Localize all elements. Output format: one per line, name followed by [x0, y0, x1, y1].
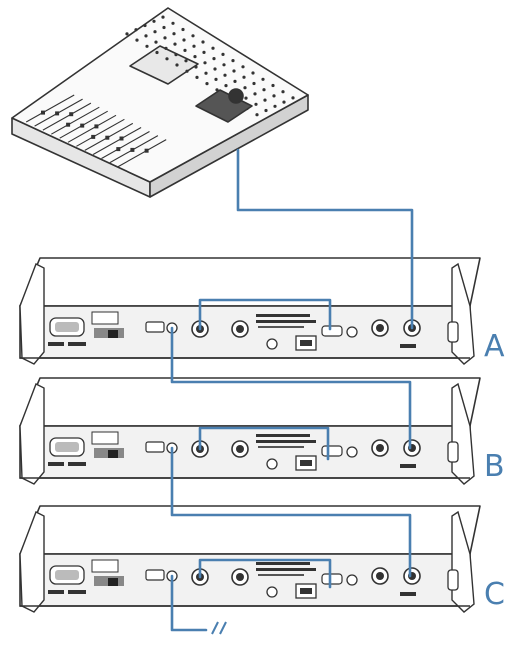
unit-label-b: B	[484, 449, 505, 484]
unit-label-c: C	[484, 577, 505, 612]
mixer-top-surface	[12, 8, 308, 182]
mixer-console	[12, 8, 308, 197]
unit-label-a: A	[484, 329, 505, 364]
mixer-jog-wheel	[229, 89, 243, 103]
cable-break-mark	[212, 622, 226, 634]
